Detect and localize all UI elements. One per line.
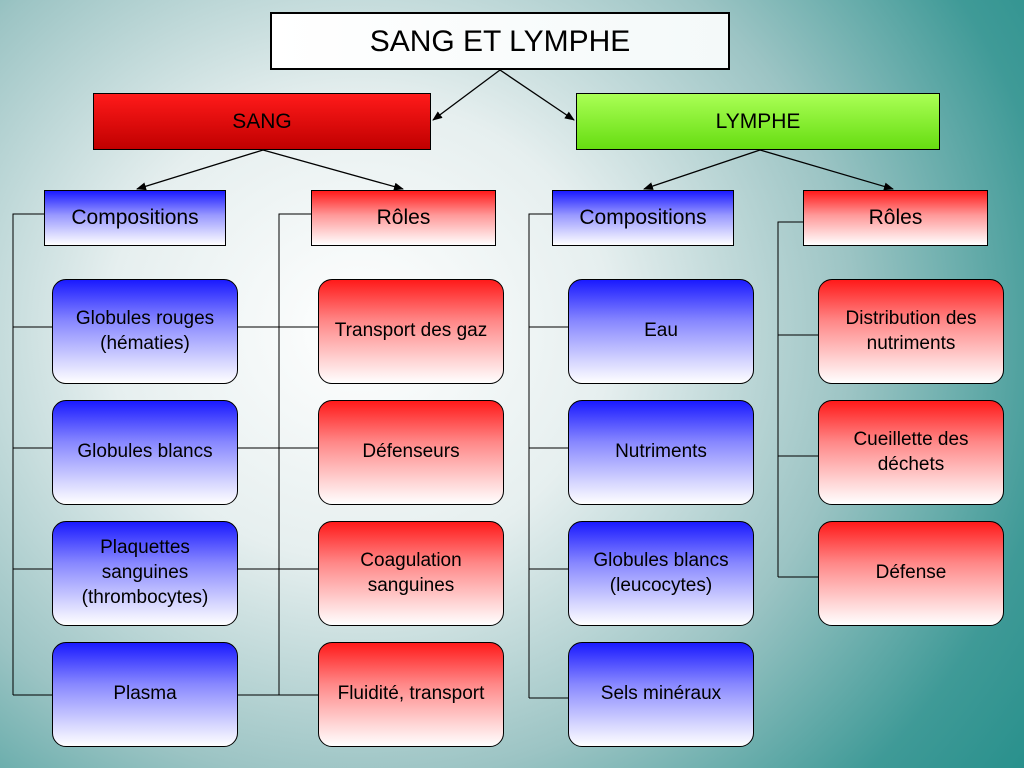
links-sang-cross: [238, 326, 279, 696]
sang-compositions-header: Compositions: [44, 190, 226, 246]
lymphe-header: LYMPHE: [576, 93, 940, 150]
arrow-lymphe-compositions: [643, 149, 761, 190]
lymphe-compositions-header: Compositions: [552, 190, 734, 246]
sang-header: SANG: [93, 93, 431, 150]
lymphe-role-cueillette: Cueillette des déchets: [818, 400, 1004, 505]
sang-composition-plasma: Plasma: [52, 642, 238, 747]
tree-sang-compositions: [12, 213, 53, 696]
sang-role-defenseurs: Défenseurs: [318, 400, 504, 505]
arrow-title-lymphe: [499, 69, 575, 121]
lymphe-role-defense: Défense: [818, 521, 1004, 626]
lymphe-composition-eau: Eau: [568, 279, 754, 384]
lymphe-composition-sels-mineraux: Sels minéraux: [568, 642, 754, 747]
sang-role-fluidite: Fluidité, transport: [318, 642, 504, 747]
sang-composition-globules-blancs: Globules blancs: [52, 400, 238, 505]
tree-lymphe-compositions: [528, 213, 569, 699]
tree-lymphe-roles: [777, 221, 819, 578]
arrow-title-sang: [432, 69, 501, 121]
lymphe-role-distribution: Distribution des nutriments: [818, 279, 1004, 384]
arrow-sang-compositions: [136, 149, 264, 191]
lymphe-roles-header: Rôles: [803, 190, 988, 246]
sang-composition-plaquettes: Plaquettes sanguines (thrombocytes): [52, 521, 238, 626]
sang-composition-globules-rouges: Globules rouges (hématies): [52, 279, 238, 384]
arrow-lymphe-roles: [759, 149, 894, 191]
diagram-title: SANG ET LYMPHE: [270, 12, 730, 70]
lymphe-composition-globules-blancs: Globules blancs (leucocytes): [568, 521, 754, 626]
tree-sang-roles: [278, 213, 319, 696]
arrow-sang-roles: [262, 149, 404, 191]
sang-roles-header: Rôles: [311, 190, 496, 246]
sang-role-transport-gaz: Transport des gaz: [318, 279, 504, 384]
lymphe-composition-nutriments: Nutriments: [568, 400, 754, 505]
sang-role-coagulation: Coagulation sanguines: [318, 521, 504, 626]
